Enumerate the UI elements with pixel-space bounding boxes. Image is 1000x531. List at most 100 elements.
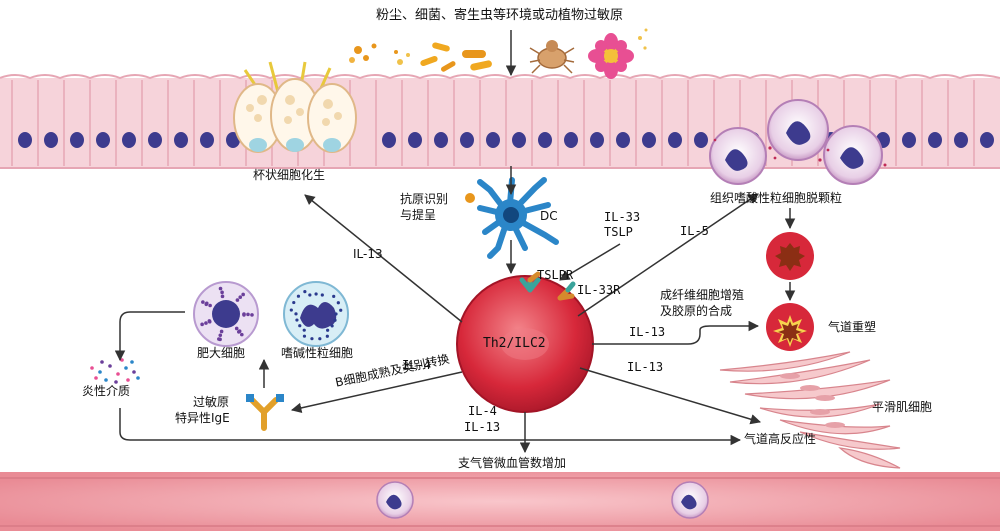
epithelial-nucleus xyxy=(928,132,942,148)
basophil xyxy=(283,281,349,347)
epithelial-nucleus xyxy=(44,132,58,148)
fibroblast-label-1: 成纤维细胞增殖 xyxy=(660,288,745,302)
airway-remodel-rings xyxy=(766,232,814,351)
mast-granule xyxy=(220,290,224,295)
mast-granule xyxy=(236,330,241,334)
arrow-to-b-cell xyxy=(290,371,463,414)
mast-granule xyxy=(242,313,246,317)
smooth-muscle-label: 平滑肌细胞 xyxy=(872,400,933,414)
diagram-title: 粉尘、细菌、寄生虫等环境或动植物过敏原 xyxy=(376,8,624,23)
mediator-dot xyxy=(124,366,128,370)
antigen-label-1: 抗原识别 xyxy=(400,192,449,206)
mast-granule xyxy=(220,294,225,299)
epithelial-nucleus xyxy=(694,132,708,148)
dendritic-cell xyxy=(477,177,559,259)
il13-vessel-label: IL-13 xyxy=(464,420,501,434)
basophil-granule xyxy=(325,334,329,338)
arrow-mast-to-mediator xyxy=(114,311,185,362)
mediator-dot xyxy=(136,376,140,380)
mast-granule xyxy=(218,333,223,338)
epithelial-nucleus xyxy=(434,132,448,148)
arrow-mediator-to-ahr xyxy=(119,408,742,446)
basophil-granule xyxy=(295,318,299,322)
epithelial-nucleus xyxy=(148,132,162,148)
il5-label: IL-5 xyxy=(680,224,709,238)
mediator-dot xyxy=(130,360,134,364)
vessel-label: 支气管微血管数增加 xyxy=(458,456,567,470)
mast-granule xyxy=(240,332,244,337)
il13-remodel-label: IL-13 xyxy=(629,325,666,339)
airway-epithelium xyxy=(0,74,1000,169)
epithelial-nucleus xyxy=(980,132,994,148)
th2-label: Th2/ILC2 xyxy=(483,336,546,351)
inflammatory-mediators xyxy=(90,358,140,384)
epithelial-nucleus xyxy=(668,132,682,148)
ige-label-2: 特异性IgE xyxy=(175,411,230,425)
arrow-to-goblet xyxy=(304,194,463,323)
basophil-granule xyxy=(318,337,322,341)
il4-b-label: IL-4 xyxy=(402,358,431,372)
mast-cell xyxy=(193,281,259,347)
mediator-label: 炎性介质 xyxy=(82,384,131,398)
basophil-granule xyxy=(333,318,337,322)
arrow-to-fibroblast xyxy=(592,320,760,345)
basophil-granule xyxy=(320,293,324,297)
pathway-arrows xyxy=(114,30,796,454)
ahr-label: 气道高反应性 xyxy=(744,432,817,446)
basophil-label: 嗜碱性粒细胞 xyxy=(281,346,354,360)
basophil-granule xyxy=(298,324,302,328)
mediator-dot xyxy=(104,378,108,382)
epithelial-nucleus xyxy=(96,132,110,148)
mast-granule xyxy=(207,319,212,323)
mast-granule xyxy=(204,321,208,325)
basophil-granule xyxy=(296,294,301,298)
remodel-label: 气道重塑 xyxy=(828,320,877,334)
epithelial-nucleus xyxy=(538,132,552,148)
il33-label: IL-33 xyxy=(604,210,641,224)
mediator-dot xyxy=(100,360,104,364)
epithelial-nucleus xyxy=(902,132,916,148)
basophil-granule xyxy=(314,292,318,296)
eosinophils-epithelium xyxy=(709,99,887,185)
basophil-granule xyxy=(292,300,296,305)
basophil-granule xyxy=(289,308,293,312)
basophil-granule xyxy=(330,324,334,328)
tslpr-label: TSLPR xyxy=(537,268,574,282)
arrow-to-smooth-muscle xyxy=(579,367,762,425)
epithelial-nucleus xyxy=(564,132,578,148)
basophil-granule xyxy=(339,308,343,312)
tslpr-receptor xyxy=(519,271,541,293)
il4-vessel-label: IL-4 xyxy=(468,404,497,418)
epithelial-nucleus xyxy=(18,132,32,148)
ige-antibody xyxy=(246,394,284,431)
goblet-label: 杯状细胞化生 xyxy=(253,168,326,182)
basophil-granule xyxy=(294,312,298,316)
goblet-cells xyxy=(233,61,357,153)
mast-granule xyxy=(246,312,250,317)
mediator-dot xyxy=(108,364,112,368)
mediator-dot xyxy=(126,378,130,382)
basophil-granule xyxy=(308,293,312,297)
epithelial-nucleus xyxy=(408,132,422,148)
mediator-dot xyxy=(114,380,118,384)
mast-granule xyxy=(241,292,245,297)
ige-label-1: 过敏原 xyxy=(193,395,230,409)
tslp-label: TSLP xyxy=(604,225,633,239)
mast-granule xyxy=(250,313,254,317)
antigen-icon xyxy=(465,193,475,203)
mediator-dot xyxy=(90,366,94,370)
mast-granule xyxy=(204,301,209,306)
allergen-particles xyxy=(349,28,648,79)
il13-muscle-label: IL-13 xyxy=(627,360,664,374)
smooth-muscle-cells xyxy=(719,351,901,469)
epithelial-nucleus xyxy=(954,132,968,148)
basophil-granule xyxy=(334,312,338,316)
basophil-granule xyxy=(326,328,330,332)
basophil-granule xyxy=(302,334,307,338)
basophil-granule xyxy=(302,328,306,332)
epithelial-nucleus xyxy=(174,132,188,148)
epithelial-nucleus xyxy=(122,132,136,148)
epithelial-nucleus xyxy=(200,132,214,148)
